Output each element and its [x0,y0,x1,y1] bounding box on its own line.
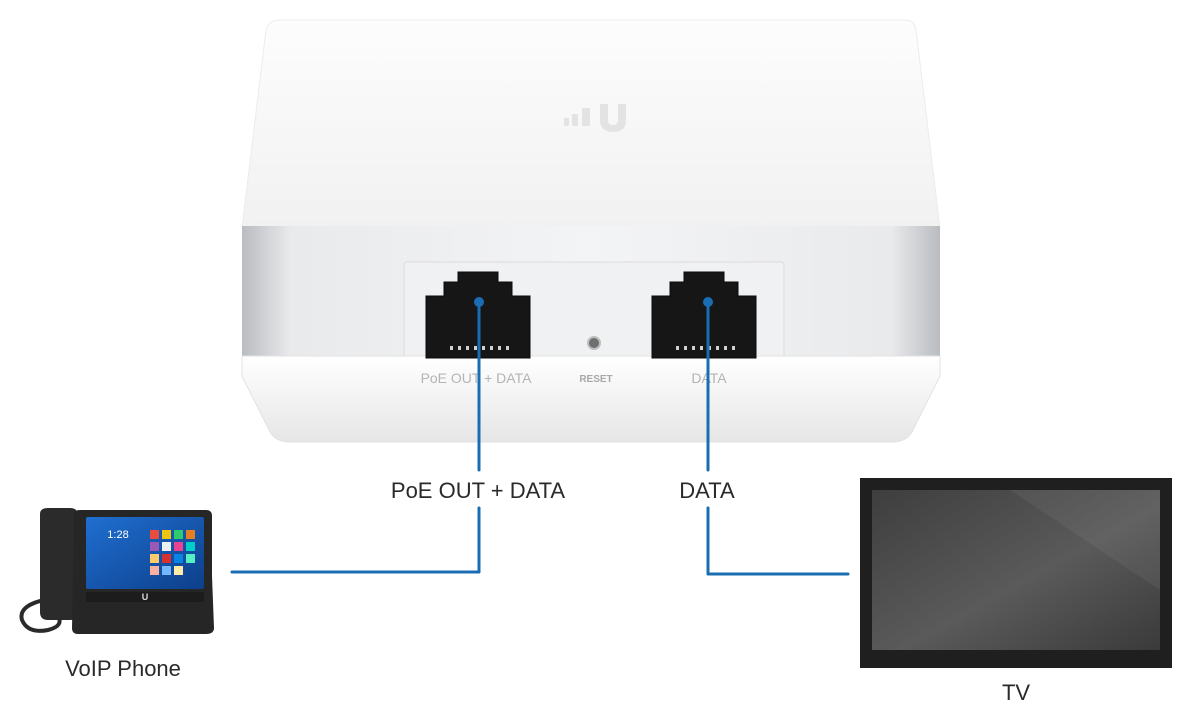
phone-screen [86,517,204,589]
device-top-housing [241,19,941,229]
phone-logo-icon: U [142,592,149,602]
voip-phone-icon: 1:28 U [19,508,214,634]
wire-dot-port1 [474,297,484,307]
tv-reflection [1010,490,1160,590]
tv-icon [860,478,1172,668]
wire-data-to-tv-lower [706,506,850,576]
handset-cord [19,598,62,633]
phone-clock: 1:28 [107,529,128,541]
wire-poe-to-phone-lower [230,506,481,574]
wall-mount-switch-icon: PoE OUT + DATA RESET DATA [241,19,941,443]
phone-label: VoIP Phone [65,656,181,681]
reset-silkscreen-label: RESET [579,374,612,385]
handset [40,508,78,620]
device-base [241,355,941,443]
phone-lower-bar [86,592,204,602]
phone-app-tiles [150,530,195,575]
ubiquiti-u-logo-icon [564,104,626,132]
reset-button-icon [587,336,601,350]
port1-callout-label: PoE OUT + DATA [391,478,566,503]
port2-callout-label: DATA [679,478,735,503]
port1-silkscreen-label: PoE OUT + DATA [421,370,533,386]
wire-dot-port2 [703,297,713,307]
tv-screen [872,490,1160,650]
tv-label: TV [1002,680,1030,705]
